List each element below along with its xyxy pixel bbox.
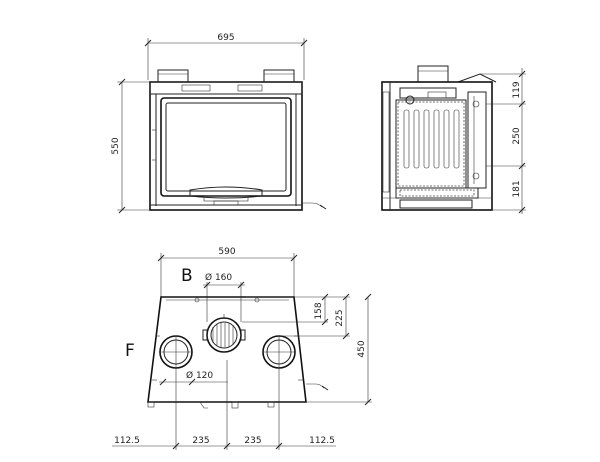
top-width-label: 590 [218,247,235,257]
b-diameter-label: Ø 160 [205,272,232,283]
side-view: 119 250 181 [381,65,526,214]
bottom-dim-1: 112.5 [114,436,140,446]
dim-450-label: 450 [357,340,367,357]
bottom-dim-4: 112.5 [309,436,335,446]
top-view: 590 B Ø 160 [112,247,372,450]
f-diameter-label: Ø 120 [186,370,213,381]
dim-158-label: 158 [314,302,324,319]
front-width-label: 695 [217,33,234,43]
bottom-dim-3: 235 [244,436,261,446]
front-view: 695 550 [111,33,327,214]
bottom-dim-2: 235 [192,436,209,446]
marker-f: F [125,341,135,361]
marker-b: B [181,266,193,286]
side-dim-top: 119 [512,81,522,98]
front-height-label: 550 [111,137,121,154]
side-dim-bottom: 181 [512,180,522,197]
side-dim-mid: 250 [512,127,522,144]
dim-225-label: 225 [335,309,345,326]
